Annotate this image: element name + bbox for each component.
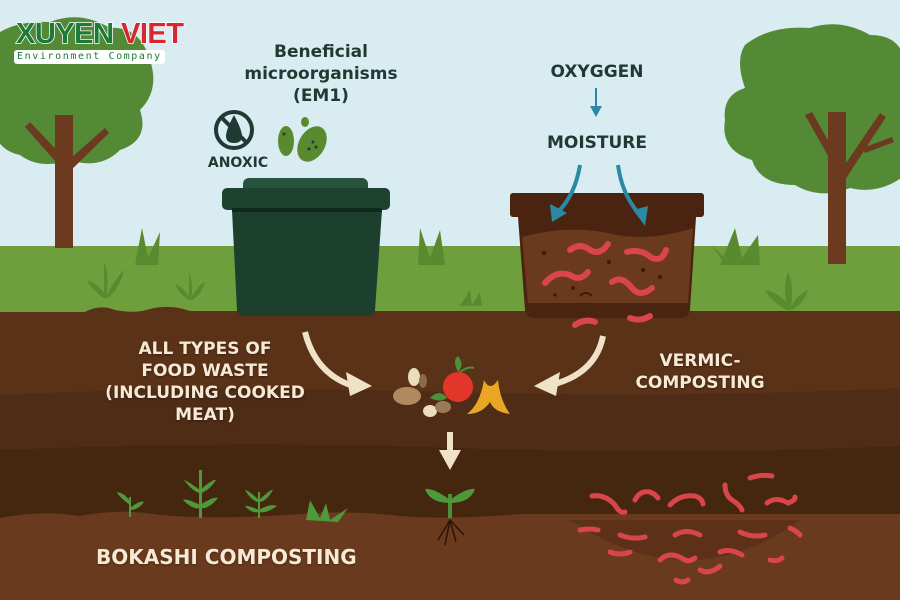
bokashi-composting-label: BOKASHI COMPOSTING bbox=[96, 545, 357, 569]
vermicomposting-label-line1: VERMIC- bbox=[659, 351, 741, 371]
vermicomposting-label-line2: COMPOSTING bbox=[635, 373, 765, 393]
microorganisms-icon bbox=[278, 117, 327, 162]
microorganisms-label-line2: microorganisms bbox=[244, 64, 398, 84]
worm-icon bbox=[542, 241, 669, 328]
bottom-seedlings-icon bbox=[117, 470, 348, 522]
anoxic-icon bbox=[214, 110, 254, 150]
anoxic-label: ANOXIC bbox=[207, 155, 269, 171]
logo-tagline: Environment Company bbox=[14, 50, 165, 64]
grass-tuft-icon bbox=[135, 228, 760, 265]
food-waste-label: ALL TYPES OF FOOD WASTE (INCLUDING COOKE… bbox=[92, 338, 318, 426]
down-arrow-icon bbox=[439, 432, 461, 470]
microorganisms-label-line3: (EM1) bbox=[293, 86, 349, 106]
vermicomposting-label: VERMIC- COMPOSTING bbox=[620, 350, 780, 394]
tree-right-icon bbox=[724, 24, 900, 264]
worm-pit bbox=[570, 520, 800, 560]
logo-brand-part2: VIET bbox=[120, 17, 184, 51]
moisture-label: MOISTURE bbox=[546, 133, 648, 153]
logo-wordmark: XUYEN VIET bbox=[15, 17, 184, 51]
food-waste-label-line4: MEAT) bbox=[175, 405, 235, 425]
pit-worms-icon bbox=[577, 472, 803, 585]
microorganisms-label: Beneficial microorganisms (EM1) bbox=[236, 41, 406, 107]
bokashi-bin-icon bbox=[222, 178, 390, 316]
company-logo: XUYEN VIET Environment Company bbox=[14, 17, 185, 68]
sprout-icon bbox=[87, 262, 808, 310]
seedling-icon bbox=[425, 488, 475, 546]
worm-bin-icon bbox=[510, 193, 704, 328]
logo-brand-part1: XUYEN bbox=[15, 17, 114, 51]
oxygen-to-moisture-arrow-icon bbox=[590, 88, 602, 117]
food-waste-label-line1: ALL TYPES OF bbox=[138, 339, 272, 359]
food-waste-label-line2: FOOD WASTE bbox=[141, 361, 269, 381]
food-waste-icon bbox=[393, 356, 510, 417]
food-waste-label-line3: (INCLUDING COOKED bbox=[105, 383, 305, 403]
oxygen-label: OXYGGEN bbox=[550, 62, 644, 82]
curved-arrow-icon bbox=[302, 331, 606, 388]
microorganisms-label-line1: Beneficial bbox=[274, 42, 368, 62]
